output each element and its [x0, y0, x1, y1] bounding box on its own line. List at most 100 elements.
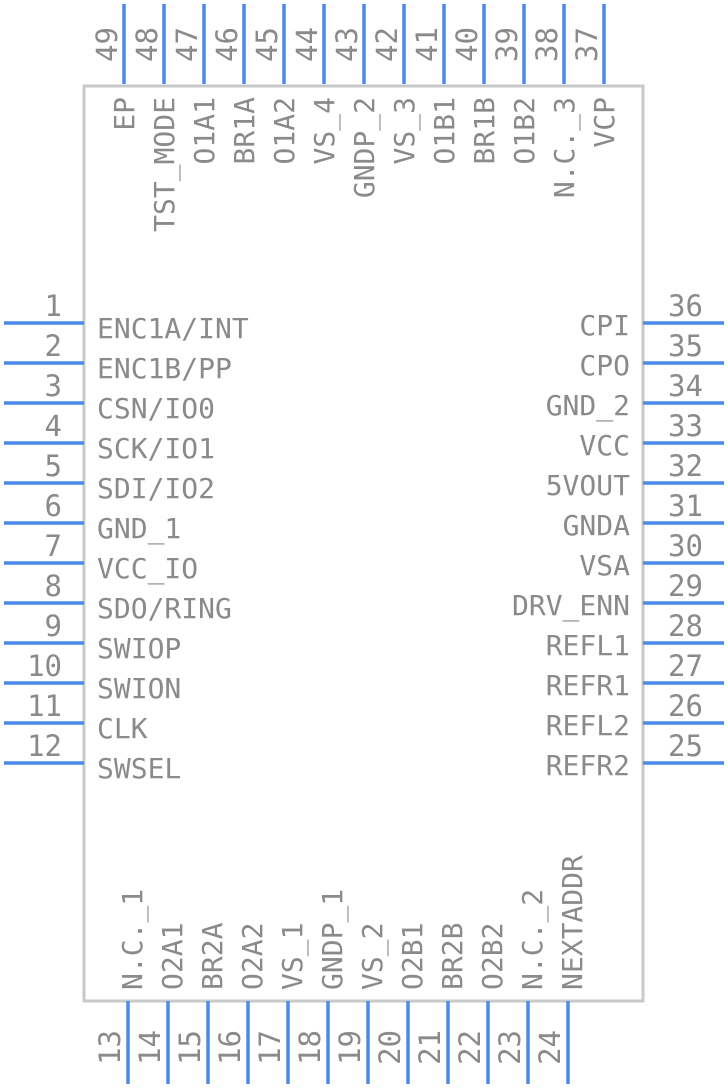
pin-number: 12: [27, 729, 62, 763]
pin-label: VS_2: [356, 923, 390, 990]
pin-label: VS_4: [308, 97, 342, 164]
pin-number: 43: [330, 27, 364, 62]
pin-number: 27: [668, 649, 703, 683]
pin-number: 42: [370, 27, 404, 62]
pin-label: VCC_IO: [97, 552, 198, 586]
pin-number: 44: [290, 27, 324, 62]
pin-number: 39: [490, 27, 524, 62]
pin-label: DRV_ENN: [512, 589, 630, 623]
pin-number: 19: [333, 1030, 367, 1065]
pin-23-n-c-2: 23 N.C._2: [493, 889, 550, 1084]
pin-label: SCK/IO1: [97, 432, 215, 465]
pin-number: 36: [668, 289, 703, 323]
pin-label: VS_1: [276, 923, 310, 990]
pin-label: N.C._3: [548, 97, 582, 198]
pin-label: O1A1: [188, 97, 221, 164]
pin-number: 5: [45, 449, 62, 483]
pin-label: GNDA: [563, 509, 631, 542]
pin-number: 8: [45, 569, 62, 603]
pin-number: 37: [570, 27, 604, 62]
pin-label: VCC: [579, 429, 630, 462]
pin-number: 17: [253, 1030, 287, 1065]
pin-19-vs-2: 19 VS_2: [333, 923, 390, 1084]
pin-label: SWIOP: [97, 632, 181, 665]
pin-label: GNDP_1: [316, 889, 350, 990]
pin-number: 45: [250, 27, 284, 62]
pin-label: REFL2: [546, 709, 630, 742]
pin-label: VCP: [588, 97, 621, 148]
pin-label: GNDP_2: [348, 97, 382, 198]
pin-number: 24: [533, 1030, 567, 1065]
pin-label: O1B1: [428, 97, 461, 164]
pin-38-n-c-3: 38N.C._3: [530, 4, 582, 198]
pin-label: TST_MODE: [148, 97, 182, 232]
pin-number: 22: [453, 1030, 487, 1065]
pin-label: EP: [108, 97, 141, 131]
pin-label: O2A2: [236, 923, 269, 990]
pin-label: VS_3: [388, 97, 422, 164]
pin-label: BR2A: [196, 922, 229, 990]
pin-label: NEXTADDR: [556, 855, 589, 990]
pin-number: 7: [45, 529, 62, 563]
pin-label: GND_2: [546, 389, 630, 423]
pin-number: 13: [93, 1030, 127, 1065]
pin-label: O1B2: [508, 97, 541, 164]
pin-number: 46: [210, 27, 244, 62]
pin-number: 49: [90, 27, 124, 62]
pin-number: 11: [27, 689, 62, 723]
pin-number: 47: [170, 27, 204, 62]
pin-number: 4: [45, 409, 62, 443]
pin-number: 3: [45, 369, 62, 403]
pin-21-br2b: 21 BR2B: [413, 923, 469, 1084]
pin-label: VSA: [579, 549, 630, 582]
pin-number: 33: [668, 409, 703, 443]
pin-label: O2B1: [396, 923, 429, 990]
pin-number: 29: [668, 569, 703, 603]
pin-number: 15: [173, 1030, 207, 1065]
pin-label: O2A1: [156, 923, 189, 990]
pin-number: 26: [668, 689, 703, 723]
pin-number: 21: [413, 1030, 447, 1065]
pin-number: 23: [493, 1030, 527, 1065]
pin-label: N.C._2: [516, 889, 550, 990]
pin-label: N.C._1: [116, 889, 150, 990]
pin-label: SWION: [97, 672, 181, 705]
pin-label: BR2B: [436, 923, 469, 990]
pin-number: 38: [530, 27, 564, 62]
pin-label: SDO/RING: [97, 592, 232, 625]
ic-package-body: [82, 84, 645, 1003]
pin-label: SDI/IO2: [97, 472, 215, 505]
pin-label: CSN/IO0: [97, 392, 215, 425]
pin-number: 35: [668, 329, 703, 363]
pin-number: 16: [213, 1030, 247, 1065]
pin-label: CPO: [579, 349, 630, 382]
pin-label: O1A2: [268, 97, 301, 164]
pin-number: 31: [668, 489, 703, 523]
